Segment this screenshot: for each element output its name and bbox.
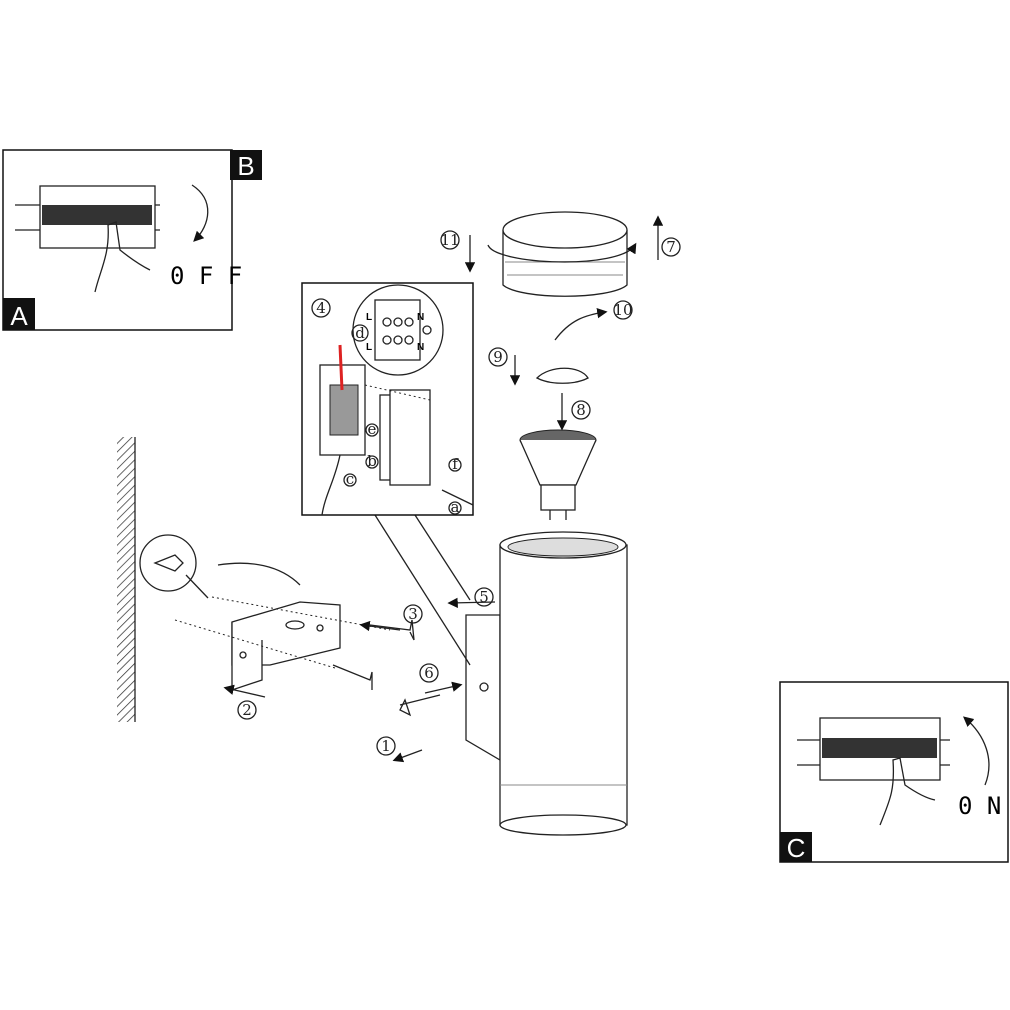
sub-label-d: d	[355, 324, 365, 342]
step-10: 10	[613, 301, 632, 319]
off-label: 0 F F	[170, 262, 242, 290]
hand-icon	[94, 221, 151, 293]
panel-tag-c: C	[787, 833, 806, 863]
step-11: 11	[440, 231, 459, 249]
earth-symbol-icon	[422, 325, 432, 335]
sub-label-b: b	[367, 452, 377, 470]
terminal-label-n: N	[417, 312, 424, 323]
circuit-breaker-icon	[797, 717, 950, 781]
terminal-block	[382, 317, 414, 345]
rotate-arrow-icon	[963, 716, 990, 786]
terminal-label-n: N	[417, 342, 424, 353]
bulb-retainer	[535, 367, 589, 384]
step-3: 3	[408, 605, 418, 623]
sub-label-e: e	[368, 420, 377, 438]
wall-plug-icon	[139, 534, 209, 599]
step-6: 6	[424, 664, 434, 682]
step-1: 1	[381, 737, 391, 755]
panel-tag-a: A	[10, 301, 28, 331]
mounting-bracket	[231, 601, 341, 691]
terminal-label-l: L	[366, 312, 372, 323]
screw-icon	[399, 694, 441, 717]
terminal-label-l: L	[366, 342, 372, 353]
wall-lamp-body	[465, 531, 628, 836]
wall-hatch	[117, 437, 135, 722]
sub-label-a: a	[451, 498, 460, 516]
screw-icon	[332, 664, 373, 690]
step-5: 5	[479, 588, 489, 606]
lamp-cap	[502, 211, 628, 297]
step-2: 2	[242, 701, 252, 719]
hand-icon	[879, 757, 936, 826]
power-cable	[217, 562, 301, 586]
step-8: 8	[576, 401, 586, 419]
gu10-bulb	[519, 429, 597, 520]
power-off-panel: B A 0 F F	[2, 149, 262, 331]
sub-label-f: f	[452, 455, 459, 473]
step-labels: 4 11 7 10 9 8 5 3 6 1 2 d e b c f a	[237, 230, 681, 756]
power-on-panel: C 0 N	[779, 681, 1009, 863]
panel-tag-b: B	[237, 151, 254, 181]
junction-box-inset: L N L N	[301, 282, 474, 516]
on-label: 0 N	[958, 792, 1001, 820]
step-9: 9	[493, 348, 503, 366]
step-4: 4	[316, 299, 326, 317]
screw-icon	[369, 619, 415, 641]
circuit-breaker-icon	[15, 185, 160, 249]
step-7: 7	[666, 238, 676, 256]
sub-label-c: c	[346, 470, 354, 488]
rotate-arrow-icon	[191, 184, 209, 242]
